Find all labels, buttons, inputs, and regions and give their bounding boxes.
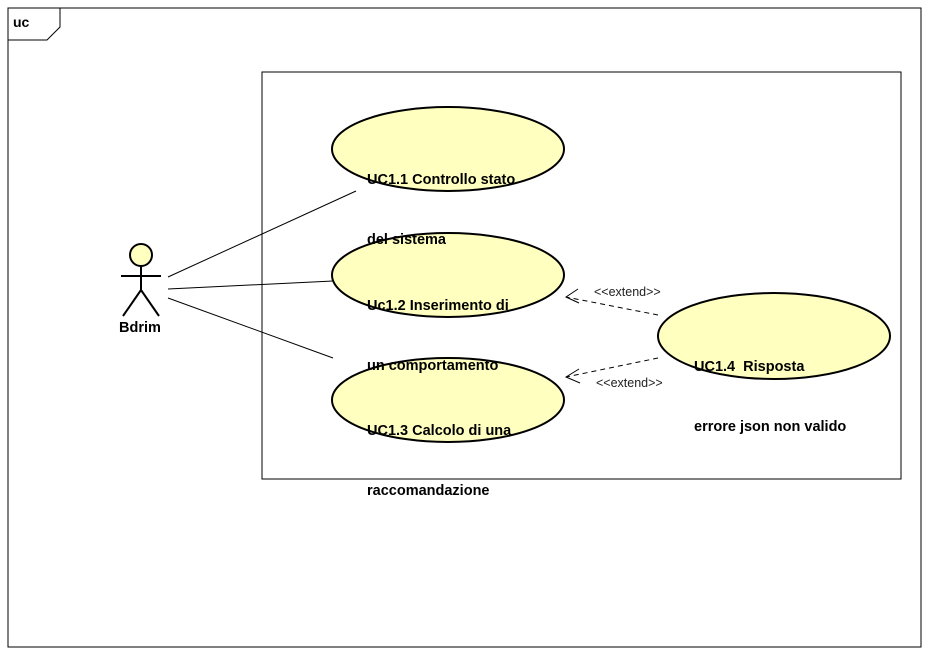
association-uc1-3 bbox=[167, 297, 334, 359]
frame-label-tab bbox=[8, 8, 61, 41]
use-case-uc1-2[interactable] bbox=[331, 232, 565, 318]
association-uc1-1 bbox=[167, 190, 357, 278]
use-case-uc1-2-line1: Uc1.2 Inserimento di bbox=[367, 298, 509, 314]
use-case-uc1-3-line1: UC1.3 Calcolo di una bbox=[367, 423, 512, 439]
use-case-uc1-3-label: UC1.3 Calcolo di una raccomandazione bbox=[367, 381, 511, 521]
arrowhead-icon bbox=[564, 368, 581, 384]
frame-label: uc bbox=[13, 14, 30, 30]
actor-left-leg bbox=[122, 289, 142, 317]
use-case-uc1-4-line2: errore json non valido bbox=[694, 419, 847, 435]
extend-label-1: <<extend>> bbox=[594, 285, 661, 299]
extend-relation-2 bbox=[564, 357, 659, 384]
association-uc1-2 bbox=[167, 280, 334, 290]
actor-right-leg bbox=[140, 289, 160, 317]
use-case-uc1-1-line2: del sistema bbox=[367, 232, 446, 248]
arrowhead-icon bbox=[564, 288, 580, 304]
use-case-uc1-3-line2: raccomandazione bbox=[367, 483, 490, 499]
use-case-uc1-3[interactable] bbox=[331, 357, 565, 443]
extend-label-2: <<extend>> bbox=[596, 376, 663, 390]
actor-name: Bdrim bbox=[119, 320, 161, 336]
use-case-uc1-4-line1: UC1.4 Risposta bbox=[694, 359, 805, 375]
use-case-uc1-1[interactable] bbox=[331, 106, 565, 192]
actor-head bbox=[129, 243, 153, 267]
use-case-uc1-4[interactable] bbox=[657, 292, 891, 380]
use-case-uc1-4-label: UC1.4 Risposta errore json non valido bbox=[694, 317, 846, 457]
use-case-uc1-1-line1: UC1.1 Controllo stato bbox=[367, 172, 516, 188]
system-boundary bbox=[261, 71, 902, 480]
extend-relation-1 bbox=[564, 288, 659, 316]
use-case-uc1-2-line2: un comportamento bbox=[367, 358, 499, 374]
actor-figure[interactable] bbox=[121, 243, 161, 317]
use-case-uc1-2-label: Uc1.2 Inserimento di un comportamento bbox=[367, 256, 509, 396]
use-case-uc1-1-label: UC1.1 Controllo stato del sistema bbox=[367, 130, 515, 270]
